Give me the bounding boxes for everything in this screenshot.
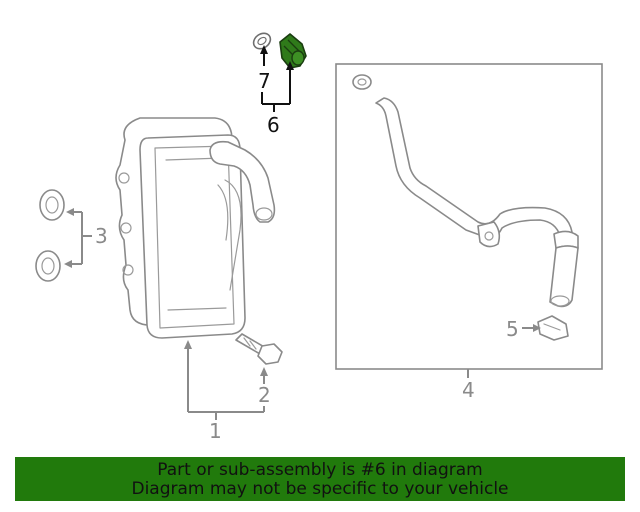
callout-3: 3 bbox=[95, 224, 108, 248]
seal-upper[interactable] bbox=[39, 189, 65, 221]
notice-line-1: Part or sub-assembly is #6 in diagram bbox=[157, 460, 483, 480]
leader-1 bbox=[184, 340, 265, 420]
washer[interactable] bbox=[251, 30, 274, 52]
notice-banner: Part or sub-assembly is #6 in diagram Di… bbox=[15, 457, 625, 501]
leader-6-7 bbox=[260, 45, 294, 112]
callout-5: 5 bbox=[506, 317, 519, 341]
oil-line[interactable] bbox=[352, 74, 579, 308]
bolt[interactable] bbox=[235, 333, 283, 365]
callout-2: 2 bbox=[258, 383, 271, 407]
leader-5 bbox=[522, 324, 541, 332]
callout-7: 7 bbox=[258, 69, 271, 93]
callout-4: 4 bbox=[462, 378, 475, 402]
notice-line-2: Diagram may not be specific to your vehi… bbox=[131, 479, 509, 499]
callout-6: 6 bbox=[267, 113, 280, 137]
leader-2 bbox=[260, 367, 268, 384]
oil-cooler[interactable] bbox=[115, 117, 276, 339]
callout-1: 1 bbox=[209, 419, 222, 443]
clip[interactable] bbox=[537, 315, 569, 341]
drain-plug[interactable] bbox=[279, 33, 307, 69]
leader-3 bbox=[64, 208, 92, 268]
seal-lower[interactable] bbox=[35, 250, 61, 282]
